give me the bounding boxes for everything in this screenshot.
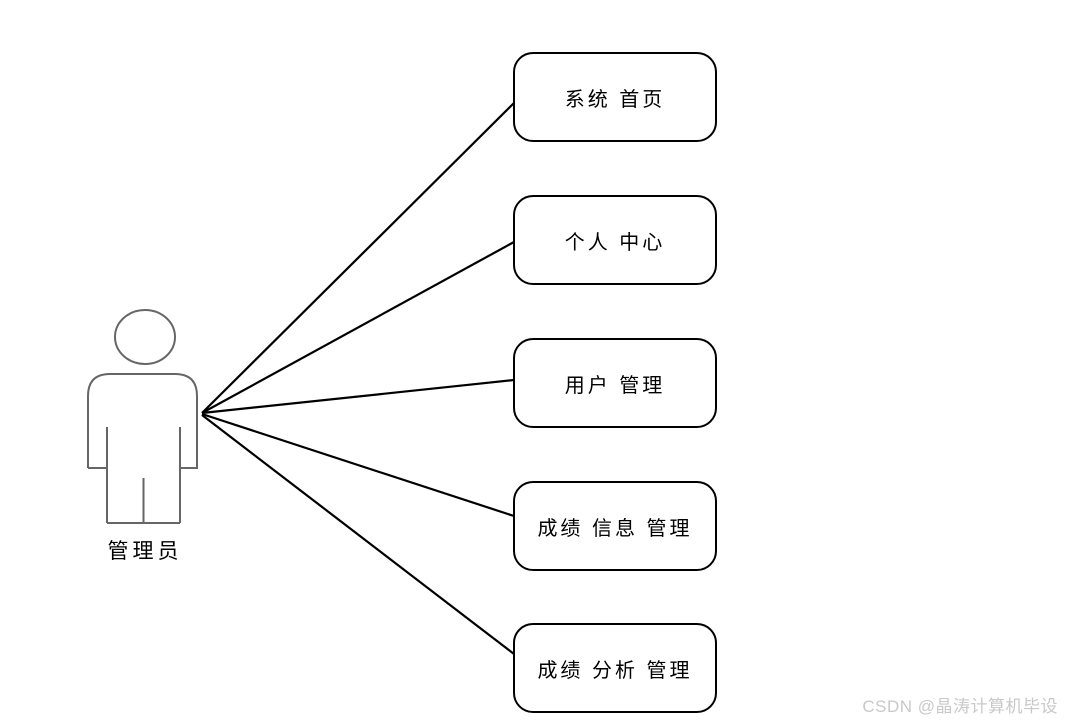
watermark: CSDN @晶涛计算机毕设 — [862, 697, 1058, 716]
actor-body-outline — [87, 373, 198, 469]
association-line-grade-info — [201, 412, 515, 518]
usecase-label: 成绩 信息 管理 — [537, 517, 693, 540]
usecase-grade-info-management: 成绩 信息 管理 — [513, 481, 717, 571]
usecase-label: 系统 首页 — [564, 88, 666, 111]
usecase-label: 用户 管理 — [564, 374, 666, 397]
actor-figure — [87, 309, 198, 524]
usecase-system-home: 系统 首页 — [513, 52, 717, 142]
usecase-label: 个人 中心 — [564, 231, 666, 254]
usecase-grade-analysis-management: 成绩 分析 管理 — [513, 623, 717, 713]
usecase-personal-center: 个人 中心 — [513, 195, 717, 285]
actor-head — [114, 309, 176, 365]
association-line-user-management — [201, 378, 515, 415]
association-line-grade-analysis — [201, 414, 515, 655]
actor-torso-legs — [106, 427, 181, 524]
actor-label: 管理员 — [107, 540, 183, 563]
association-line-system-home — [201, 102, 515, 414]
association-line-personal-center — [201, 241, 515, 414]
association-lines — [201, 102, 515, 655]
usecase-user-management: 用户 管理 — [513, 338, 717, 428]
usecase-label: 成绩 分析 管理 — [537, 659, 693, 682]
